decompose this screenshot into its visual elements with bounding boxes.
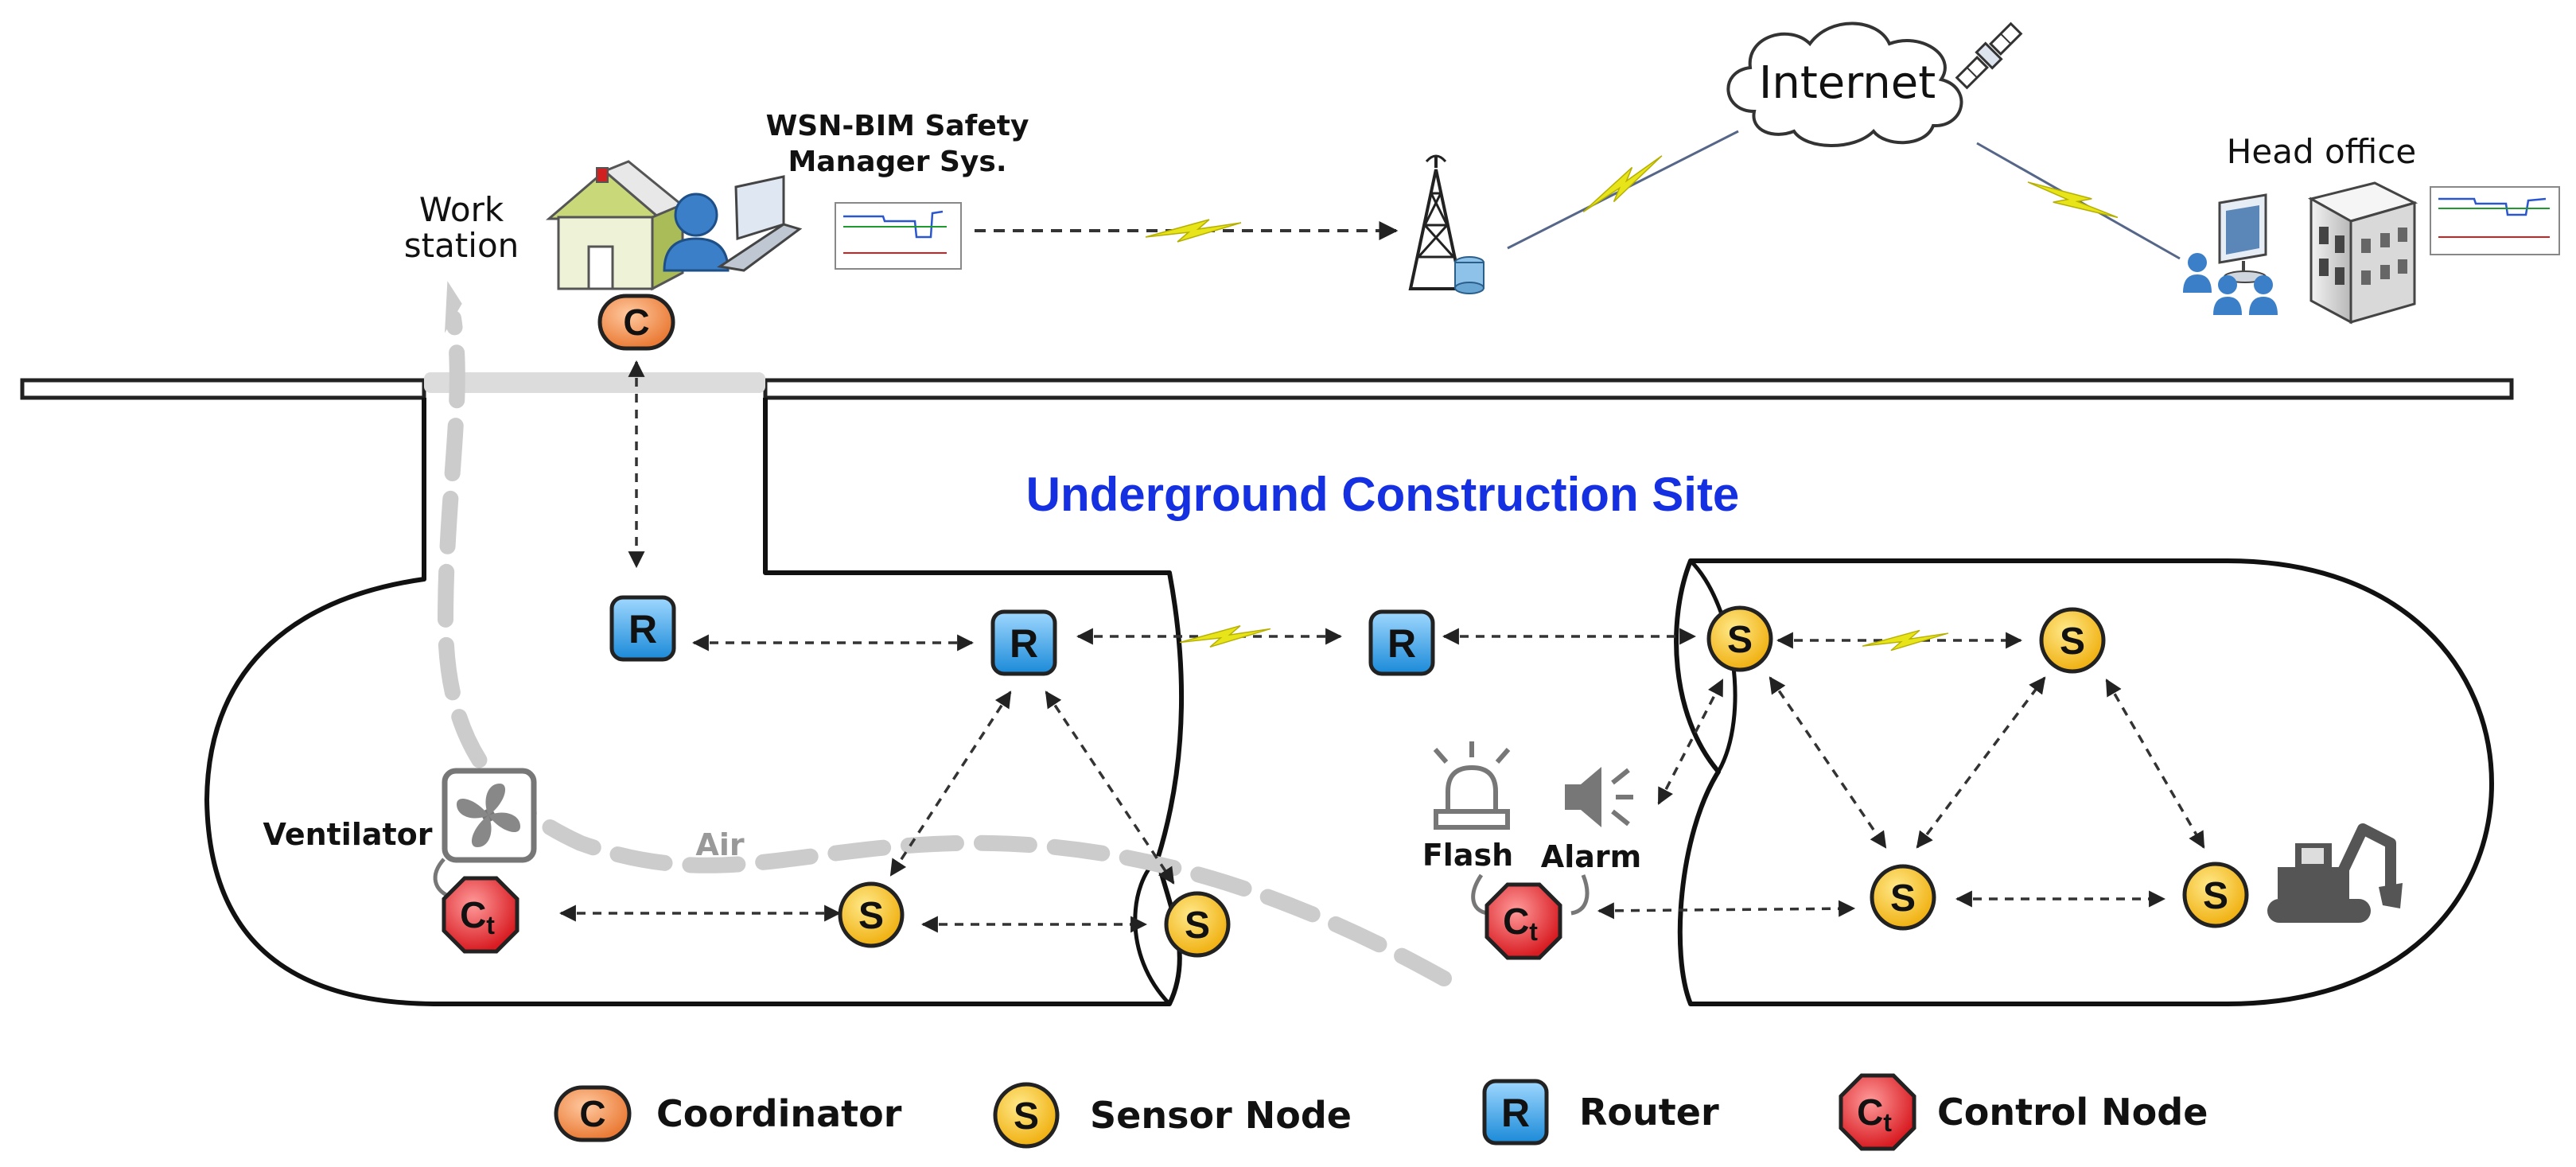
legend-control-symbol: Ct	[1841, 1076, 1914, 1149]
svg-text:S: S	[858, 895, 884, 937]
fan-icon	[442, 768, 537, 863]
svg-text:C: C	[623, 301, 649, 343]
alarm-wire	[1570, 874, 1590, 916]
office-users-icon	[2183, 193, 2278, 315]
legend-coordinator-label: Coordinator	[656, 1092, 902, 1135]
svg-text:S: S	[1185, 904, 1210, 947]
router-node: R	[612, 597, 674, 659]
svg-text:S: S	[2060, 620, 2085, 663]
head-office-label: Head office	[2227, 132, 2416, 171]
link-sensor5-sensor3	[1769, 676, 1887, 849]
svg-text:R: R	[1010, 621, 1038, 666]
sensor-node: S	[1166, 893, 1228, 955]
svg-text:Ct: Ct	[1857, 1091, 1892, 1137]
svg-text:S: S	[1014, 1095, 1039, 1138]
wsn-bim-label: WSN-BIM Safety	[766, 110, 1029, 142]
shaft-opening	[424, 372, 765, 393]
air-label: Air	[695, 827, 744, 862]
tunnel-section-left	[204, 398, 1185, 1006]
router-node: R	[993, 612, 1055, 674]
link-router2-sensor2	[1045, 690, 1175, 885]
excavator-icon	[2267, 823, 2403, 923]
legend-control-label: Control Node	[1937, 1091, 2208, 1134]
air-flow-path	[437, 310, 1452, 986]
air-flow-arrowhead	[444, 281, 462, 333]
work-station-label: Work	[419, 190, 504, 229]
warning-light-icon	[1433, 741, 1511, 830]
ground-surface-left	[20, 378, 426, 400]
svg-text:R: R	[628, 607, 657, 652]
svg-text:S: S	[2203, 875, 2228, 917]
control-node: Ct	[1487, 885, 1560, 958]
legend-sensor-symbol: S	[995, 1084, 1057, 1146]
wsn-bim-label-2: Manager Sys.	[788, 146, 1006, 178]
sensor-node: S	[2185, 864, 2247, 926]
coordinator-node: C	[600, 296, 673, 348]
legend-router-label: Router	[1579, 1091, 1719, 1134]
legend-coordinator-symbol: C	[556, 1087, 629, 1140]
user-laptop-icon	[663, 175, 803, 272]
antenna-tower-icon	[1408, 154, 1485, 294]
office-chart-thumbnail	[2430, 186, 2560, 255]
alarm-label: Alarm	[1541, 839, 1641, 874]
sensor-node: S	[1872, 866, 1934, 928]
control-node: Ct	[444, 878, 517, 951]
flash-wire	[1471, 873, 1488, 916]
legend-router-symbol: R	[1485, 1081, 1547, 1143]
office-building-icon	[2307, 181, 2418, 325]
svg-text:Ct: Ct	[460, 894, 495, 939]
svg-text:C: C	[579, 1093, 605, 1134]
sensor-node: S	[1709, 608, 1771, 670]
flash-label: Flash	[1422, 838, 1513, 873]
satellite-icon	[1955, 21, 2023, 90]
speaker-icon	[1565, 767, 1633, 827]
legend: C Coordinator S Sensor Node R Router Ct …	[556, 1076, 2208, 1149]
internet-cloud-icon	[1726, 21, 1963, 147]
link-sensor6-sensor4	[2105, 679, 2205, 849]
svg-text:R: R	[1501, 1091, 1530, 1135]
link-router2-sensor1	[889, 690, 1012, 877]
router-node: R	[1371, 612, 1433, 674]
ventilator-label: Ventilator	[263, 817, 432, 852]
wireless-bolt-icon	[2025, 166, 2120, 235]
ground-surface-right	[763, 378, 2514, 400]
link-control2-sensor3	[1597, 900, 1856, 920]
svg-text:R: R	[1387, 621, 1416, 666]
internet-label: Internet	[1759, 57, 1936, 109]
work-station-label-2: station	[404, 226, 519, 265]
monitoring-chart-thumbnail	[835, 202, 962, 270]
wireless-bolt-icon	[1574, 152, 1671, 217]
link-sensor3-sensor6	[1916, 676, 2046, 849]
legend-sensor-label: Sensor Node	[1090, 1094, 1352, 1137]
svg-text:S: S	[1727, 619, 1753, 661]
svg-text:S: S	[1890, 877, 1916, 920]
sensor-node: S	[840, 884, 902, 946]
sensor-node: S	[2041, 609, 2103, 671]
svg-text:Ct: Ct	[1503, 901, 1538, 946]
link-alarm-sensor5	[1657, 679, 1724, 805]
site-title: Underground Construction Site	[1026, 468, 1740, 521]
